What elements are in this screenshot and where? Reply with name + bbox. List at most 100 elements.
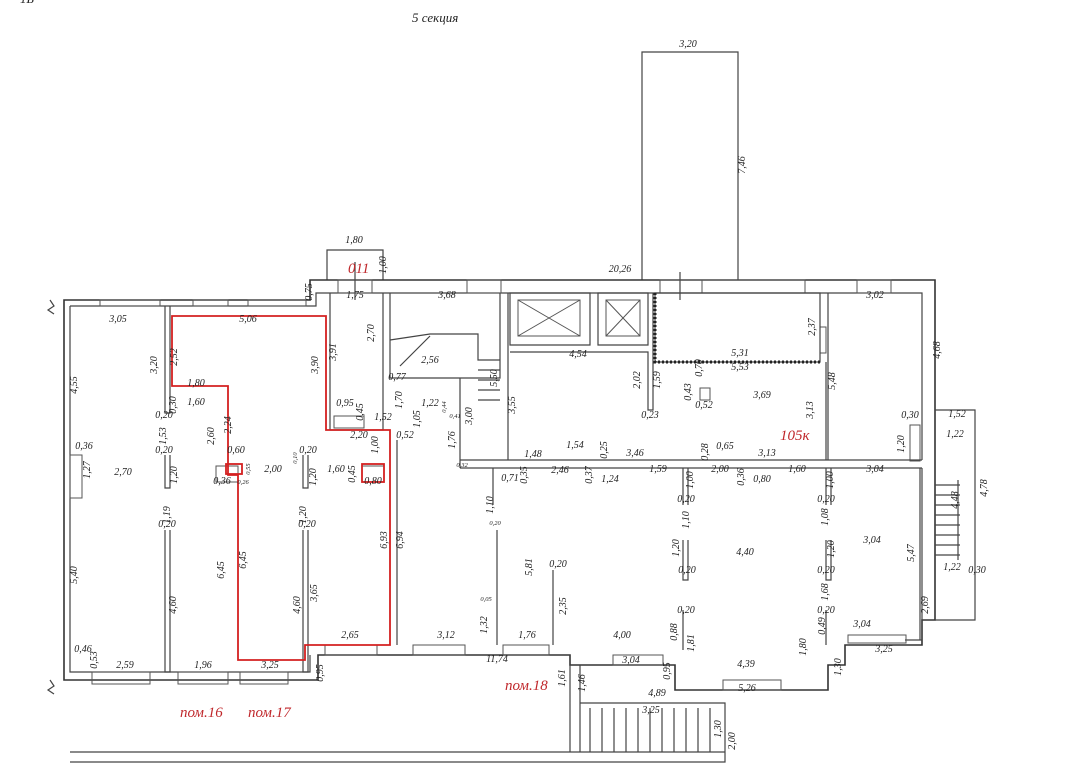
dimension-label: 0,28 [700,443,711,461]
tower-outline [641,51,739,280]
dimension-label: 1,30 [713,720,724,738]
dimension-label: 7,46 [737,156,748,174]
dimension-label: 1,81 [686,634,697,652]
dimension-label: 3,68 [437,290,456,301]
dimension-label: 5,26 [738,683,756,694]
dimension-label: 2,00 [727,732,738,750]
dimension-label: 0,20 [155,445,173,456]
dimension-label: 0,71 [501,473,519,484]
highlighted-fixture [225,463,243,475]
dimension-label: 0,80 [364,476,382,487]
dimension-label: 5,48 [827,372,838,390]
dimension-label: 3,69 [752,390,771,401]
dimension-label: 4,78 [979,479,990,497]
bottom-stair [70,655,726,763]
room-label-pom18: пом.18 [505,678,548,694]
dimension-label: 0,20 [817,605,835,616]
dimension-label: 1,27 [82,460,93,479]
dimension-label: 0,30 [968,565,986,576]
dimension-label: 1,60 [327,464,345,475]
dimension-label: 5,81 [524,558,535,576]
dimension-label: 1,00 [378,256,389,274]
dimension-label: 1,20 [298,506,309,524]
dimension-label: 2,56 [421,355,439,366]
dimension-label: 2,59 [116,660,134,671]
dimension-label: 0,10 [292,452,299,464]
dimension-label: 0,35 [519,466,530,484]
dimension-label: 1,05 [412,410,423,428]
dimension-label: 5,40 [69,566,80,584]
dimension-label: 1,80 [187,378,205,389]
dimension-label: 0,49 [817,617,828,635]
dimension-label: 1,10 [485,496,496,514]
highlighted-fixture [361,463,385,483]
dimension-label: 0,43 [683,383,694,401]
dimension-label: 0,37 [584,465,595,484]
right-stair [935,409,976,621]
dimension-label: 3,05 [108,314,127,325]
dimension-label: 1,00 [370,436,381,454]
dimension-label: 0,20 [677,605,695,616]
dimension-label: 0,36 [736,468,747,486]
dimension-label: 3,20 [149,356,160,375]
dimension-label: 0,20 [549,559,567,570]
dimension-label: 1,68 [820,583,831,601]
dimension-label: 2,20 [350,430,368,441]
dimension-label: 0,65 [716,441,734,452]
break-mark [46,299,55,695]
dimension-label: 3,04 [865,464,884,475]
dimension-label: 5,53 [731,362,749,373]
inner-wall-line [69,292,923,673]
dimension-label: 0,20 [158,519,176,530]
dimension-label: 1,24 [601,474,619,485]
dimension-label: 1,52 [374,412,392,423]
dimension-label: 3,20 [678,39,697,50]
dimension-label: 3,02 [865,290,884,301]
room-label-105k: 105к [780,428,811,444]
dimension-label: 0,75 [304,283,315,301]
dimension-label: 4,60 [168,596,179,614]
dimension-label: 5,31 [731,348,749,359]
dimension-label: 3,25 [641,705,660,716]
windows [69,279,921,691]
dimension-label: 1,20 [896,435,907,453]
dimension-label: 3,46 [625,448,644,459]
dimension-label: 1,32 [479,616,490,634]
dimension-label: 2,37 [807,317,818,336]
dimension-label: 0,52 [396,430,414,441]
dimension-label: 3,55 [507,396,518,415]
dimension-label: 0,20 [817,565,835,576]
dimension-label: 4,89 [648,688,666,699]
dimension-label: 4,48 [950,491,961,509]
dimension-label: 0,20 [299,445,317,456]
dimension-label: 1,46 [577,674,588,692]
dimension-label: 1,00 [685,471,696,489]
dimension-label: 20,26 [609,264,632,275]
dimension-label: 0,45 [355,403,366,421]
dimension-label: 2,69 [920,596,931,614]
dimension-label: 3,25 [874,644,893,655]
dimension-label: 1,76 [447,431,458,449]
dimension-label: 1,20 [826,540,837,558]
dimension-label: 3,12 [436,630,455,641]
dimension-label: 0,30 [901,410,919,421]
dimension-label: 2,00 [264,464,282,475]
dimension-label: 0,26 [237,479,249,486]
dimension-label: 1,10 [681,511,692,529]
interior-walls [164,292,922,673]
room-label-pom17: пом.17 [248,705,292,721]
dimension-label: 3,04 [862,535,881,546]
dimension-label: 0,95 [336,398,354,409]
dimension-label: 4,54 [569,349,587,360]
dimension-label: 3,00 [464,407,475,426]
dimension-label: 0,20 [677,494,695,505]
dimension-label: 3,13 [805,401,816,420]
dimension-label: 0,95 [315,664,326,682]
dimension-label: 0,80 [753,474,771,485]
dimension-label: 0,20 [155,410,173,421]
dimension-label: 1,59 [649,464,667,475]
dimension-label: 0,20 [489,520,501,527]
dimension-label: 0,20 [817,494,835,505]
dimension-label: 5,50 [489,369,500,387]
dimension-label: 1,00 [825,471,836,489]
